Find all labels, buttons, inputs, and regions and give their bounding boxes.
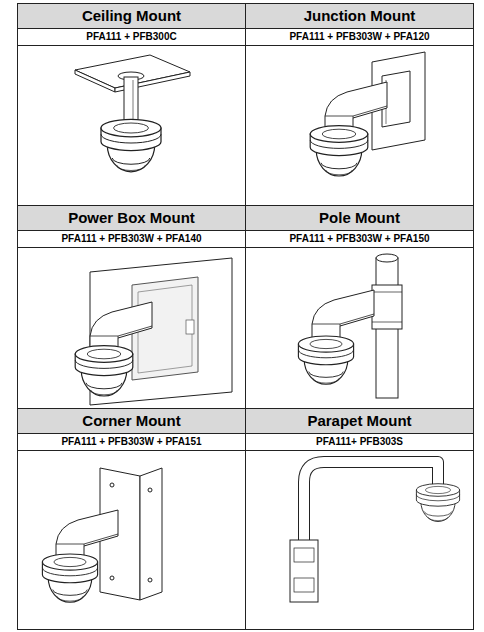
model-number: PFA111 + PFB303W + PFA150 xyxy=(246,231,473,248)
mount-cell: Ceiling MountPFA111 + PFB300C xyxy=(17,3,246,206)
model-number: PFA111 + PFB303W + PFA120 xyxy=(246,29,473,46)
mount-cell: Pole MountPFA111 + PFB303W + PFA150 xyxy=(245,205,474,409)
model-number: PFA111 + PFB300C xyxy=(18,29,245,46)
model-number: PFA111 + PFB303W + PFA151 xyxy=(18,434,245,451)
ceiling-mount-figure xyxy=(75,55,190,172)
mount-cell: Parapet MountPFA111+ PFB303S xyxy=(245,408,474,630)
parapet-mount-figure xyxy=(290,462,460,602)
corner-mount-figure xyxy=(42,468,162,602)
mount-heading: Power Box Mount xyxy=(18,206,245,231)
model-number: PFA111+ PFB303S xyxy=(246,434,473,451)
mount-cell: Junction MountPFA111 + PFB303W + PFA120 xyxy=(245,3,474,206)
mount-cell: Corner MountPFA111 + PFB303W + PFA151 xyxy=(17,408,246,630)
power-box-mount-figure xyxy=(75,258,232,405)
mount-heading: Parapet Mount xyxy=(246,409,473,434)
mount-heading: Junction Mount xyxy=(246,4,473,29)
mount-heading: Pole Mount xyxy=(246,206,473,231)
mount-heading: Corner Mount xyxy=(18,409,245,434)
model-number: PFA111 + PFB303W + PFA140 xyxy=(18,231,245,248)
mount-heading: Ceiling Mount xyxy=(18,4,245,29)
mount-cell: Power Box MountPFA111 + PFB303W + PFA140 xyxy=(17,205,246,409)
junction-mount-figure xyxy=(310,52,425,176)
pole-mount-figure xyxy=(298,254,402,398)
